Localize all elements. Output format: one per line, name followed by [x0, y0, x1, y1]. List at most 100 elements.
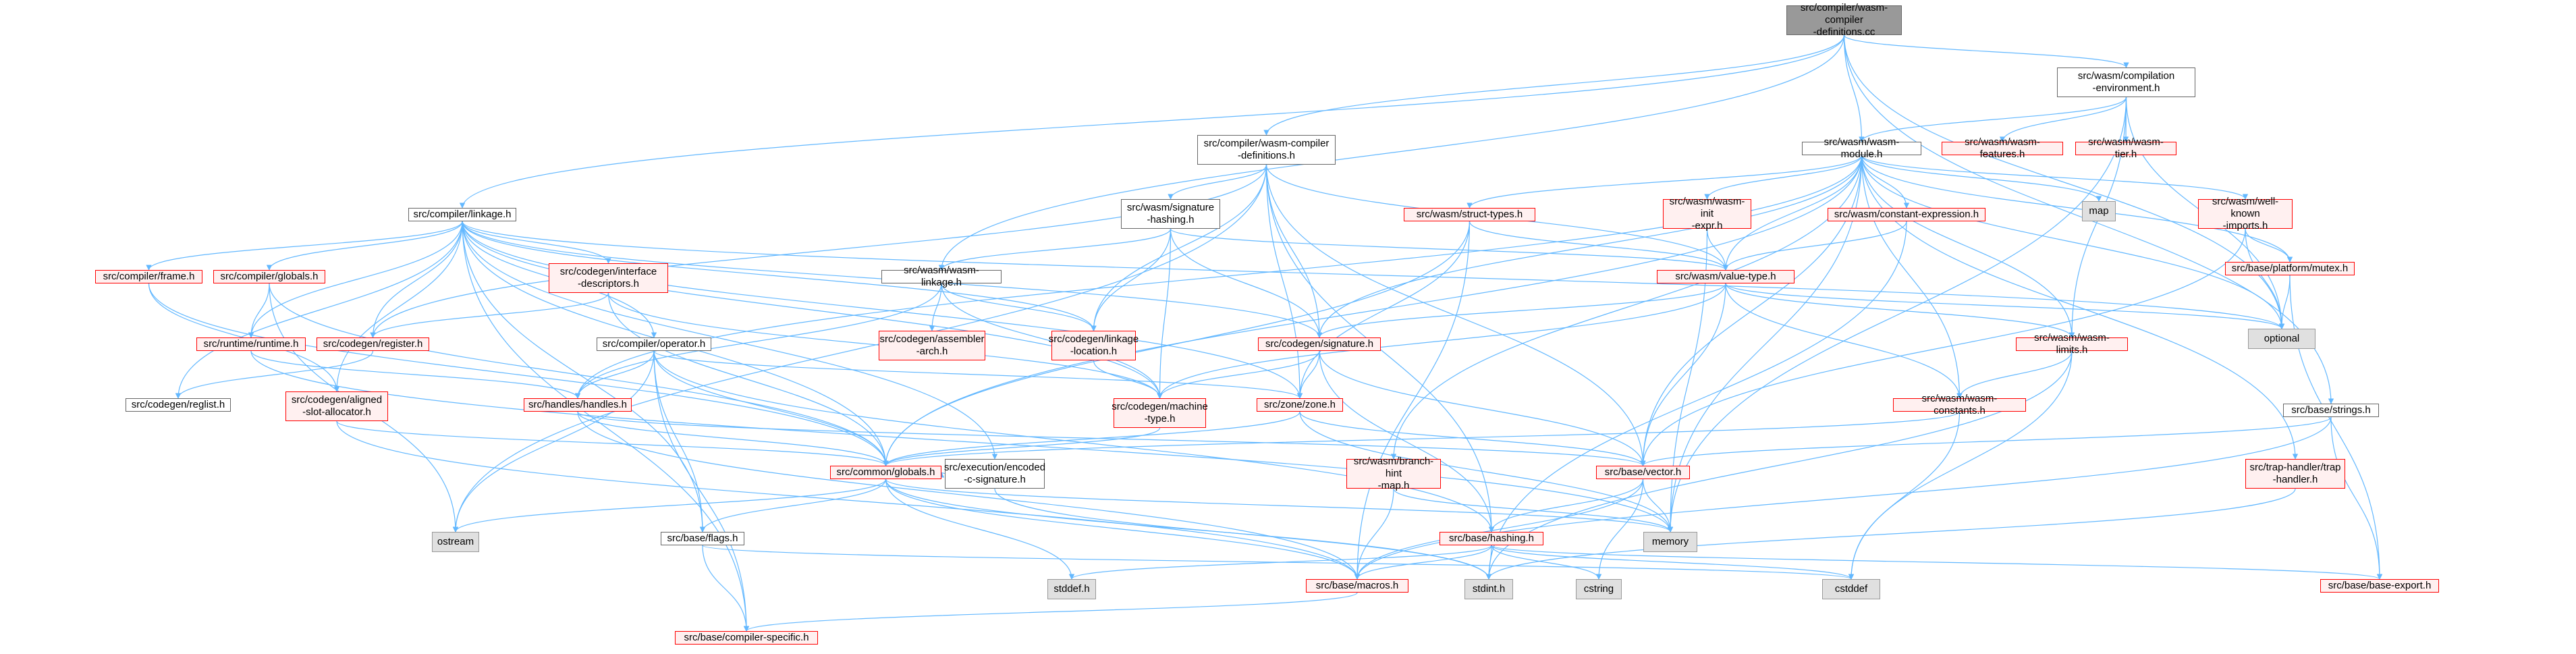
- edge-vector-to-macros: [1354, 479, 1644, 580]
- edge-wasmlinkage-to-machtype: [941, 283, 1163, 399]
- edge-wasmlinkage-to-linkloc: [941, 283, 1097, 331]
- node-src-compiler-wasm-compiler-definitions-h[interactable]: src/compiler/wasm-compiler -definitions.…: [1197, 135, 1336, 165]
- edge-root-to-wcdh: [1263, 34, 1845, 136]
- edge-linkage-to-compspec: [462, 221, 750, 632]
- node-src-handles-handles-h[interactable]: src/handles/handles.h: [524, 398, 632, 412]
- node-src-codegen-signature-h[interactable]: src/codegen/signature.h: [1258, 337, 1381, 351]
- edge-wasmlinkage-to-handles: [574, 283, 942, 399]
- node-src-compiler-frame-h[interactable]: src/compiler/frame.h: [95, 270, 202, 283]
- node-stdint-h[interactable]: stdint.h: [1464, 579, 1513, 599]
- node-src-wasm-branch-hint-map-h[interactable]: src/wasm/branch-hint -map.h: [1346, 456, 1441, 491]
- node-src-codegen-linkage-location-h[interactable]: src/codegen/linkage -location.h: [1049, 331, 1139, 360]
- node-src-wasm-signature-hashing-h[interactable]: src/wasm/signature -hashing.h: [1121, 199, 1220, 229]
- edge-valuetype-to-wasmconst: [1725, 283, 1963, 399]
- edge-sighash-to-linkloc: [1091, 228, 1172, 331]
- node-src-wasm-wasm-constants-h[interactable]: src/wasm/wasm-constants.h: [1893, 393, 2026, 416]
- edge-wasmmodule-to-constexpr: [1861, 155, 1910, 209]
- edge-wasmmodule-to-wellknown: [1861, 155, 2249, 200]
- edge-handles-to-vector: [577, 411, 1646, 466]
- edge-vector-to-cstring: [1595, 479, 1644, 580]
- edge-wasmmodule-to-wasmconst: [1861, 155, 1963, 399]
- edge-frame-to-globals: [148, 283, 889, 466]
- node-src-compiler-linkage-h[interactable]: src/compiler/linkage.h: [408, 208, 516, 221]
- edge-runtime-to-handles: [250, 350, 581, 399]
- node-optional[interactable]: optional: [2248, 329, 2315, 349]
- edge-linkage-to-slotalloc: [333, 221, 463, 392]
- node-stddef-h[interactable]: stddef.h: [1047, 579, 1096, 599]
- edge-linkloc-to-machtype: [1093, 360, 1163, 399]
- node-src-compiler-wasm-compiler-definitions-cc[interactable]: src/compiler/wasm-compiler -definitions.…: [1786, 2, 1902, 38]
- node-src-wasm-value-type-h[interactable]: src/wasm/value-type.h: [1657, 270, 1794, 283]
- edge-zone-to-vector: [1299, 411, 1646, 466]
- node-src-wasm-compilation-environment-h[interactable]: src/wasm/compilation -environment.h: [2057, 67, 2195, 97]
- node-src-base-vector-h[interactable]: src/base/vector.h: [1596, 466, 1690, 479]
- edge-wasmlimits-to-cstddef: [1848, 350, 2073, 580]
- node-src-wasm-wasm-features-h[interactable]: src/wasm/wasm-features.h: [1942, 136, 2063, 160]
- node-src-base-base-export-h[interactable]: src/base/base-export.h: [2320, 579, 2439, 593]
- edge-encsig-to-globals: [938, 472, 946, 478]
- node-ostream[interactable]: ostream: [432, 532, 479, 552]
- node-src-wasm-wasm-linkage-h[interactable]: src/wasm/wasm-linkage.h: [881, 265, 1002, 288]
- edge-strings-to-vector: [1640, 416, 2332, 466]
- edge-hashing-to-stdint: [1485, 545, 1492, 580]
- edge-register-to-reglist: [175, 350, 374, 399]
- node-map[interactable]: map: [2082, 201, 2116, 221]
- edge-sighash-to-wasmlinkage: [938, 228, 1172, 271]
- edge-constexpr-to-stdint: [1485, 221, 1907, 580]
- edge-wcdh-to-zone: [1265, 164, 1303, 399]
- edge-structtypes-to-valuetype: [1469, 221, 1729, 271]
- node-src-base-macros-h[interactable]: src/base/macros.h: [1306, 579, 1408, 593]
- edge-mutex-to-optional: [2278, 275, 2291, 329]
- node-src-codegen-assembler-arch-h[interactable]: src/codegen/assembler -arch.h: [879, 331, 985, 360]
- node-src-codegen-reglist-h[interactable]: src/codegen/reglist.h: [126, 398, 231, 412]
- node-src-wasm-wasm-init-expr-h[interactable]: src/wasm/wasm-init -expr.h: [1663, 196, 1751, 231]
- edge-wasmmodule-to-valuetype: [1722, 155, 1863, 271]
- node-src-runtime-runtime-h[interactable]: src/runtime/runtime.h: [196, 337, 306, 351]
- edge-valuetype-to-machtype: [1157, 283, 1726, 399]
- edge-strings-to-macros: [1354, 416, 2332, 580]
- node-src-wasm-wasm-limits-h[interactable]: src/wasm/wasm-limits.h: [2016, 332, 2128, 356]
- node-src-base-hashing-h[interactable]: src/base/hashing.h: [1440, 532, 1543, 545]
- node-src-codegen-machine-type-h[interactable]: src/codegen/machine -type.h: [1112, 398, 1208, 428]
- node-src-compiler-globals-h[interactable]: src/compiler/globals.h: [213, 270, 325, 283]
- edge-hashing-to-stddef: [1068, 545, 1492, 580]
- node-src-execution-encoded-c-signature-h[interactable]: src/execution/encoded -c-signature.h: [944, 459, 1045, 489]
- node-src-wasm-struct-types-h[interactable]: src/wasm/struct-types.h: [1404, 208, 1535, 221]
- edge-valuetype-to-vector: [1640, 283, 1726, 466]
- edge-ifacedesc-to-globals: [607, 292, 889, 466]
- edge-operator-to-compspec: [653, 350, 750, 632]
- node-cstring[interactable]: cstring: [1576, 579, 1622, 599]
- node-src-trap-handler-trap-handler-h[interactable]: src/trap-handler/trap -handler.h: [2245, 459, 2345, 489]
- edge-compenv-to-memory: [1667, 97, 2127, 533]
- edge-wellknown-to-optional: [2245, 228, 2285, 329]
- node-cstddef[interactable]: cstddef: [1822, 579, 1880, 599]
- edge-encsig-to-stdint: [994, 488, 1492, 580]
- node-src-wasm-constant-expression-h[interactable]: src/wasm/constant-expression.h: [1828, 208, 1985, 221]
- edge-wasmmodule-to-bhmap: [1390, 155, 1863, 460]
- node-src-base-strings-h[interactable]: src/base/strings.h: [2283, 404, 2379, 417]
- edge-ifacedesc-to-register: [370, 292, 609, 338]
- node-src-base-flags-h[interactable]: src/base/flags.h: [661, 532, 744, 545]
- edge-mutex-to-baseexport: [2289, 275, 2383, 580]
- node-src-wasm-wasm-module-h[interactable]: src/wasm/wasm-module.h: [1802, 136, 1921, 160]
- node-src-codegen-register-h[interactable]: src/codegen/register.h: [317, 337, 429, 351]
- edge-wasmmodule-to-signature: [1316, 155, 1863, 338]
- node-src-wasm-wasm-tier-h[interactable]: src/wasm/wasm-tier.h: [2075, 136, 2176, 160]
- node-memory[interactable]: memory: [1643, 532, 1697, 552]
- edge-signature-to-vector: [1319, 350, 1646, 466]
- edge-wcdh-to-sighash: [1168, 164, 1267, 200]
- node-src-wasm-well-known-imports-h[interactable]: src/wasm/well-known -imports.h: [2198, 196, 2293, 231]
- node-src-base-compiler-specific-h[interactable]: src/base/compiler-specific.h: [675, 631, 818, 645]
- node-src-codegen-interface-descriptors-h[interactable]: src/codegen/interface -descriptors.h: [549, 263, 668, 293]
- node-src-base-platform-mutex-h[interactable]: src/base/platform/mutex.h: [2225, 262, 2355, 275]
- edge-traphandler-to-stdint: [1485, 488, 2296, 580]
- node-src-compiler-operator-h[interactable]: src/compiler/operator.h: [597, 337, 711, 351]
- edge-wasmlimits-to-stdint: [1485, 350, 2073, 580]
- edge-hashing-to-macros: [1354, 545, 1492, 580]
- edge-operator-to-zone: [653, 350, 1303, 399]
- node-src-zone-zone-h[interactable]: src/zone/zone.h: [1257, 398, 1343, 412]
- node-src-common-globals-h[interactable]: src/common/globals.h: [830, 466, 941, 479]
- node-src-codegen-aligned-slot-allocator-h[interactable]: src/codegen/aligned -slot-allocator.h: [285, 391, 388, 421]
- edge-wasmconst-to-cstddef: [1848, 411, 1961, 580]
- edge-sighash-to-machtype: [1157, 228, 1172, 399]
